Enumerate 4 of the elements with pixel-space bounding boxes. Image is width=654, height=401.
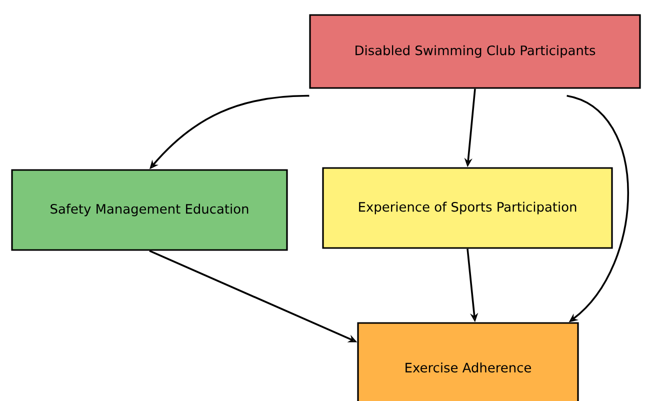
process-box: Exercise Adherence (357, 322, 579, 401)
process-box: Safety Management Education (11, 169, 288, 251)
process-box: Experience of Sports Participation (322, 167, 613, 249)
process-box: Disabled Swimming Club Participants (309, 14, 641, 89)
